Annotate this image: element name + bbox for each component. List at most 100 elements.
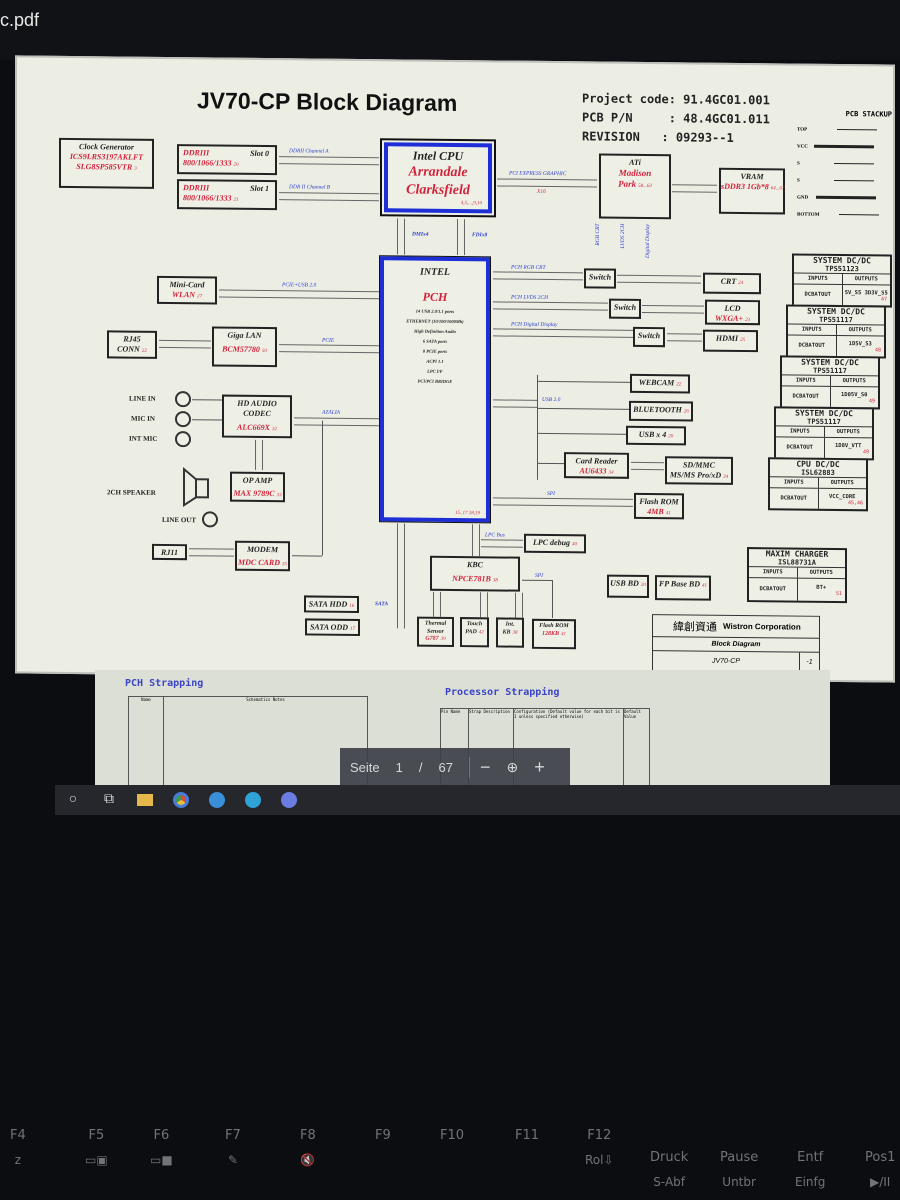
ddr-channel-a-arrow — [279, 156, 379, 166]
page-ref: 33 — [276, 493, 282, 499]
layer-gnd: GND — [797, 190, 892, 208]
page-ref: 34 — [723, 474, 729, 480]
key-f6[interactable]: F6▭■ — [150, 1128, 173, 1167]
search-circle-icon[interactable]: ○ — [68, 792, 78, 807]
azalia-arrow — [294, 417, 379, 427]
pcie-graphic-label: PCI EXPRESS GRAPHIC — [509, 170, 567, 178]
page-ref: 26 — [683, 409, 689, 415]
zoom-reset-icon[interactable]: ⊕ — [506, 758, 519, 775]
vram-arrow — [672, 184, 717, 193]
layer-vcc: VCC — [797, 139, 892, 157]
wire — [322, 420, 323, 556]
revision: : 09293--1 — [661, 130, 734, 145]
key-f10[interactable]: F10 — [440, 1128, 465, 1143]
page-ref: 24 — [738, 280, 744, 287]
page-ref: 20 — [668, 434, 674, 440]
key-f9[interactable]: F9 — [375, 1128, 391, 1143]
pcb-stackup: PCB STACKUP TOP VCC S S GND BOTTOM — [797, 110, 892, 225]
kbc-spi-label: SPI — [535, 572, 543, 579]
crt-arrow — [617, 274, 701, 284]
page-ref: 41 — [561, 631, 566, 637]
layer-s2: S — [797, 173, 892, 191]
line-out-label: LINE OUT — [162, 515, 197, 525]
line-out-jack-icon — [202, 511, 218, 528]
thermal-arrow — [433, 591, 441, 617]
key-f5[interactable]: F5▭▣ — [85, 1128, 108, 1167]
page-ref: 16 — [349, 603, 355, 609]
line-in-jack-icon — [175, 391, 191, 408]
cpu-clarksfield: Clarksfield — [406, 181, 470, 198]
page-ref: 64...67 — [770, 186, 785, 192]
speaker-label: 2CH SPEAKER — [107, 488, 156, 497]
edge-icon[interactable] — [207, 790, 227, 810]
key-pos1[interactable]: Pos1▶/II — [865, 1150, 896, 1189]
page-ref: 38 — [492, 578, 498, 584]
diagram-title: JV70-CP Block Diagram — [197, 87, 458, 117]
page-ref: 58...63 — [638, 184, 652, 190]
layer-bottom: BOTTOM — [797, 207, 892, 225]
fdi-arrow — [457, 219, 465, 256]
page-ref: 22 — [141, 348, 147, 354]
layer-top: TOP — [797, 122, 892, 140]
codec-opamp-arrow — [255, 439, 263, 470]
pch-lvds-label: PCH LVDS 2CH — [511, 294, 549, 301]
key-f11[interactable]: F11 — [515, 1128, 540, 1143]
pcb-pn: : 48.4GC01.011 — [668, 111, 770, 127]
page-ref: 48 — [874, 347, 881, 354]
key-f7[interactable]: F7✎ — [225, 1128, 241, 1167]
page-ref: 40 — [572, 542, 578, 548]
usb-bus-label: USB 2.0 — [542, 396, 561, 404]
wire — [552, 580, 553, 619]
cpu-arrandale: Arrandale — [408, 164, 468, 181]
app-icon[interactable] — [243, 790, 263, 810]
ddr-channel-b-arrow — [279, 192, 379, 202]
key-f8[interactable]: F8🔇 — [300, 1128, 316, 1167]
lan-bus-label: PCIE — [322, 337, 335, 344]
sd-arrow — [631, 461, 664, 471]
page-number-input[interactable]: 1 — [395, 759, 403, 775]
int-mic-jack-icon — [175, 431, 191, 448]
page-ref: 4,5,...,9,10 — [460, 200, 482, 207]
stackup-title: PCB STACKUP — [845, 110, 892, 119]
page-ref: 45,46 — [847, 500, 863, 507]
lpc-bus-label: LPC Bus — [485, 532, 505, 539]
page-ref: 17 — [350, 626, 355, 632]
sata-bus-label: SATA — [375, 601, 389, 608]
line-in-label: LINE IN — [129, 394, 156, 403]
document-tab-title[interactable]: c.pdf — [0, 10, 40, 30]
page-ref: 22 — [676, 382, 682, 388]
project-info: Project code: 91.4GC01.001 PCB P/N : 48.… — [582, 89, 770, 148]
title-block: 緯創資通 Wistron Corporation Block Diagram J… — [652, 614, 820, 676]
dmi-label: DMIx4 — [412, 231, 429, 238]
zoom-out-button[interactable]: − — [468, 756, 490, 778]
page-ref: 20 — [233, 162, 239, 168]
task-view-icon[interactable]: ⧉ — [104, 792, 114, 807]
discord-icon[interactable] — [279, 790, 299, 810]
hdmi-arrow — [667, 333, 702, 342]
ddr-channel-a-label: DDRII Channel A — [289, 148, 329, 155]
pcie-graphic-arrow — [497, 178, 597, 188]
wire — [537, 407, 632, 410]
file-explorer-icon[interactable] — [135, 790, 155, 810]
zoom-in-button[interactable]: + — [534, 756, 545, 777]
chrome-icon[interactable] — [171, 790, 191, 810]
